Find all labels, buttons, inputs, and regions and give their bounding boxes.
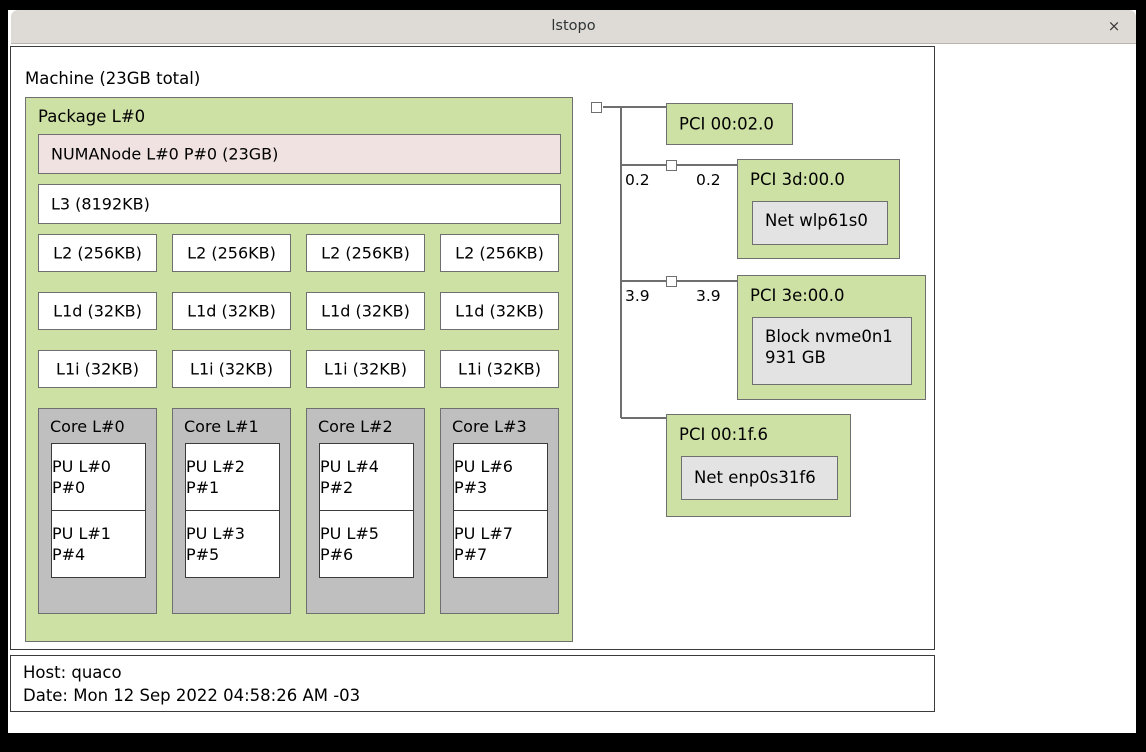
l2-cache-box-2[interactable]: L2 (256KB) [306, 234, 425, 272]
pci-device-box-00-02-0[interactable]: PCI 00:02.0 [666, 103, 793, 145]
pu-box[interactable]: PU L#7 P#7 [453, 510, 548, 578]
pu-box[interactable]: PU L#5 P#6 [319, 510, 414, 578]
l2-cache-box-3[interactable]: L2 (256KB) [440, 234, 559, 272]
os-device-net-enp0s31f6[interactable]: Net enp0s31f6 [681, 456, 838, 500]
pu-box[interactable]: PU L#1 P#4 [51, 510, 146, 578]
os-device-block-nvme0n1[interactable]: Block nvme0n1 931 GB [752, 317, 912, 385]
pci-device-box-3d-00-0[interactable]: PCI 3d:00.0 Net wlp61s0 [737, 159, 900, 259]
l1d-cache-label: L1d (32KB) [455, 301, 544, 321]
core-label: Core L#0 [50, 417, 125, 436]
l2-cache-box-1[interactable]: L2 (256KB) [172, 234, 291, 272]
pu-box[interactable]: PU L#0 P#0 [51, 443, 146, 511]
l1d-cache-box-0[interactable]: L1d (32KB) [38, 292, 157, 330]
core-label: Core L#3 [452, 417, 527, 436]
close-icon[interactable]: × [1107, 17, 1121, 35]
bandwidth-label-upstream: 3.9 [625, 287, 650, 305]
pci-bridge-node-icon [666, 276, 677, 287]
l1d-cache-label: L1d (32KB) [321, 301, 410, 321]
l1i-cache-label: L1i (32KB) [458, 359, 541, 379]
window-titlebar[interactable]: lstopo × [11, 10, 1136, 44]
core-box-2[interactable]: Core L#2 PU L#4 P#2 PU L#5 P#6 [306, 408, 425, 614]
l1i-cache-label: L1i (32KB) [190, 359, 273, 379]
pci-bridge-node-icon [666, 160, 677, 171]
window-title: lstopo [551, 18, 596, 34]
l1i-cache-label: L1i (32KB) [324, 359, 407, 379]
host-bridge-node-icon [591, 102, 602, 113]
l3-cache-box[interactable]: L3 (8192KB) [38, 184, 561, 224]
pu-box[interactable]: PU L#6 P#3 [453, 443, 548, 511]
package-label: Package L#0 [38, 107, 146, 126]
bandwidth-label-upstream: 0.2 [625, 171, 650, 189]
l1i-cache-box-3[interactable]: L1i (32KB) [440, 350, 559, 388]
core-label: Core L#1 [184, 417, 259, 436]
l1d-cache-box-1[interactable]: L1d (32KB) [172, 292, 291, 330]
core-label: Core L#2 [318, 417, 393, 436]
lstopo-canvas: Machine (23GB total) Package L#0 NUMANod… [8, 44, 1136, 733]
numanode-box[interactable]: NUMANode L#0 P#0 (23GB) [38, 134, 561, 174]
l1d-cache-box-3[interactable]: L1d (32KB) [440, 292, 559, 330]
l2-cache-label: L2 (256KB) [187, 243, 276, 263]
bandwidth-label-downstream: 0.2 [696, 171, 721, 189]
pci-device-title: PCI 00:1f.6 [679, 425, 768, 444]
machine-box[interactable]: Machine (23GB total) Package L#0 NUMANod… [10, 46, 935, 650]
pci-device-box-00-1f-6[interactable]: PCI 00:1f.6 Net enp0s31f6 [666, 414, 851, 517]
pu-box[interactable]: PU L#4 P#2 [319, 443, 414, 511]
pu-box[interactable]: PU L#2 P#1 [185, 443, 280, 511]
l1i-cache-box-2[interactable]: L1i (32KB) [306, 350, 425, 388]
l1d-cache-box-2[interactable]: L1d (32KB) [306, 292, 425, 330]
l1i-cache-box-0[interactable]: L1i (32KB) [38, 350, 157, 388]
pci-device-title: PCI 3d:00.0 [750, 170, 845, 189]
l1i-cache-box-1[interactable]: L1i (32KB) [172, 350, 291, 388]
core-box-3[interactable]: Core L#3 PU L#6 P#3 PU L#7 P#7 [440, 408, 559, 614]
package-box[interactable]: Package L#0 NUMANode L#0 P#0 (23GB) L3 (… [25, 97, 573, 642]
l2-cache-box-0[interactable]: L2 (256KB) [38, 234, 157, 272]
lstopo-window: lstopo × Machine (23GB total) Package L#… [8, 10, 1136, 733]
numanode-label: NUMANode L#0 P#0 (23GB) [51, 144, 279, 164]
l1d-cache-label: L1d (32KB) [187, 301, 276, 321]
l2-cache-label: L2 (256KB) [53, 243, 142, 263]
os-device-net-wlp61s0[interactable]: Net wlp61s0 [752, 201, 888, 245]
machine-label: Machine (23GB total) [25, 69, 201, 88]
pu-box[interactable]: PU L#3 P#5 [185, 510, 280, 578]
core-box-0[interactable]: Core L#0 PU L#0 P#0 PU L#1 P#4 [38, 408, 157, 614]
footer-date-label: Date: Mon 12 Sep 2022 04:58:26 AM -03 [23, 686, 361, 705]
footer-box: Host: quaco Date: Mon 12 Sep 2022 04:58:… [10, 655, 935, 712]
pci-device-title: PCI 3e:00.0 [750, 286, 845, 305]
l3-cache-label: L3 (8192KB) [51, 194, 150, 214]
pci-device-box-3e-00-0[interactable]: PCI 3e:00.0 Block nvme0n1 931 GB [737, 275, 926, 400]
l1d-cache-label: L1d (32KB) [53, 301, 142, 321]
pci-device-title: PCI 00:02.0 [679, 114, 774, 134]
bandwidth-label-downstream: 3.9 [696, 287, 721, 305]
core-box-1[interactable]: Core L#1 PU L#2 P#1 PU L#3 P#5 [172, 408, 291, 614]
footer-host-label: Host: quaco [23, 663, 122, 682]
l2-cache-label: L2 (256KB) [321, 243, 410, 263]
l2-cache-label: L2 (256KB) [455, 243, 544, 263]
l1i-cache-label: L1i (32KB) [56, 359, 139, 379]
